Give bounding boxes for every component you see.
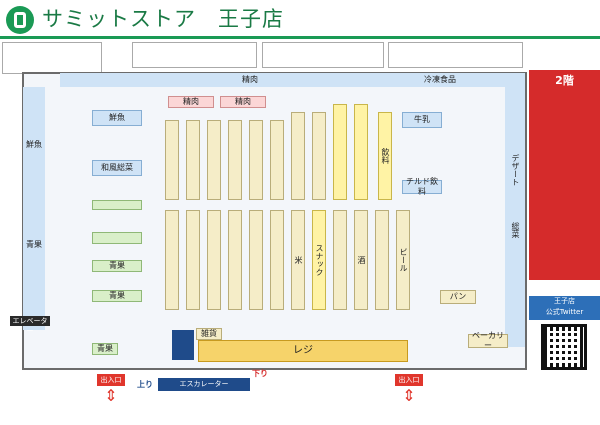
info-note [132,42,257,68]
header-divider [0,36,600,39]
aisle-shelf [333,104,347,200]
qr-code-pattern [548,331,580,363]
twitter-store-name: 王子店 [554,297,575,305]
vegetables-block: 青果 [92,290,142,302]
aisle-shelf [249,120,263,200]
note-title [133,43,256,45]
snack-shelf: スナック [312,210,326,310]
aisle-shelf [165,120,179,200]
aisle-shelf [333,210,347,310]
aisle-shelf [228,210,242,310]
meat-case: 精肉 [168,96,214,108]
note-title [389,43,522,45]
vegetables-wall-label: 青果 [26,240,42,249]
left-wall-band [23,87,45,330]
escalator-down-label: 下り [252,369,268,378]
store-name: サミットストア 王子店 [42,7,284,31]
aisle-shelf [228,120,242,200]
info-note [262,42,384,68]
aisle-shelf [375,210,389,310]
meat-label: 精肉 [242,75,258,84]
second-floor-title: 2階 [555,74,574,87]
liquor-shelf: 酒 [354,210,368,310]
escalator-up-label: 上り [137,380,153,389]
vegetables-block: 青果 [92,260,142,272]
entrance-right-arrow-icon: ⇕ [402,386,416,405]
second-floor-panel [529,70,600,280]
service-counter [172,330,194,360]
aisle-shelf [207,120,221,200]
register-label: レジ [293,345,313,356]
entrance-right[interactable]: 出入口 [395,374,423,386]
aisle-shelf [270,120,284,200]
store-logo-icon [6,6,34,34]
elevator-label: エレベーター [10,316,50,335]
aisle-shelf [270,210,284,310]
chilled-drinks-block: チルド飲料 [402,177,442,196]
info-note [2,42,102,74]
twitter-label: 公式Twitter [545,308,584,316]
sundries-block: 雑貨 [196,328,222,340]
dressing-shelf [92,232,142,244]
info-note [388,42,523,68]
aisle-shelf [354,104,368,200]
bakery-block: ベーカリー [468,331,508,350]
rice-shelf: 米 [291,210,305,310]
vegetables-block: 青果 [92,343,118,355]
twitter-box: 王子店 公式Twitter [529,296,600,320]
aisle-shelf [249,210,263,310]
aisle-shelf [186,210,200,310]
note-title [263,43,383,45]
aisle-shelf [207,210,221,310]
note-title [3,43,101,45]
bread-block: パン [440,290,476,304]
milk-block: 牛乳 [402,112,442,128]
fresh-fish-wall-label: 鮮魚 [26,140,42,149]
escalator: エスカレーター [158,378,250,391]
fresh-fish-block: 鮮魚 [92,110,142,126]
beer-shelf: ビール [396,210,410,310]
right-wall-band [505,87,525,347]
frozen-label: 冷凍食品 [424,75,456,84]
aisle-shelf [312,112,326,200]
entrance-left-arrow-icon: ⇕ [104,386,118,405]
deli-label: 総菜 [511,222,520,238]
entrance-left[interactable]: 出入口 [97,374,125,386]
aisle-shelf [165,210,179,310]
produce-shelf [92,200,142,210]
japanese-side-block: 和風総菜 [92,160,142,176]
qr-caption [529,378,600,398]
back-wall-band [60,73,525,87]
dessert-label: デザート [511,154,520,186]
meat-case: 精肉 [220,96,266,108]
aisle-shelf [291,112,305,200]
aisle-shelf [186,120,200,200]
drinks-shelf: 飲料 [378,112,392,200]
register-counter: レジ [198,340,408,362]
